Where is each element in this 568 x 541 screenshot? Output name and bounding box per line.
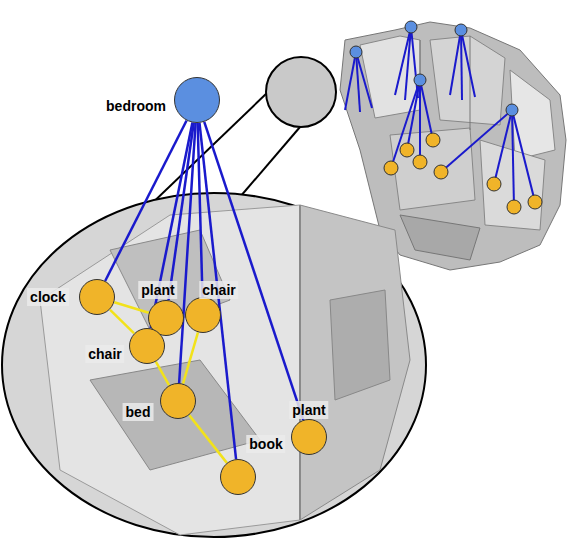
node-label: bedroom <box>103 97 169 115</box>
mini-nodes <box>350 21 542 214</box>
object-node <box>220 459 256 495</box>
room-node <box>174 77 220 123</box>
object-node <box>185 297 221 333</box>
magnifier <box>2 57 426 537</box>
mini-scene-graph <box>345 27 535 207</box>
hierarchy-edge <box>179 123 195 383</box>
node-label: clock <box>27 288 69 306</box>
relation-edge <box>189 415 227 463</box>
object-node <box>160 383 196 419</box>
relation-edge <box>183 332 198 383</box>
node-label: chair <box>199 281 238 299</box>
relation-edge <box>110 310 134 334</box>
relation-edge <box>156 362 169 386</box>
object-node <box>129 328 165 364</box>
node-label: plant <box>289 401 328 419</box>
relation-edge <box>114 302 149 313</box>
object-node <box>79 279 115 315</box>
object-node <box>291 419 327 455</box>
node-label: bed <box>123 403 154 421</box>
node-label: book <box>246 435 285 453</box>
node-label: chair <box>85 345 124 363</box>
node-label: plant <box>138 281 177 299</box>
hierarchy-edge <box>204 122 303 420</box>
